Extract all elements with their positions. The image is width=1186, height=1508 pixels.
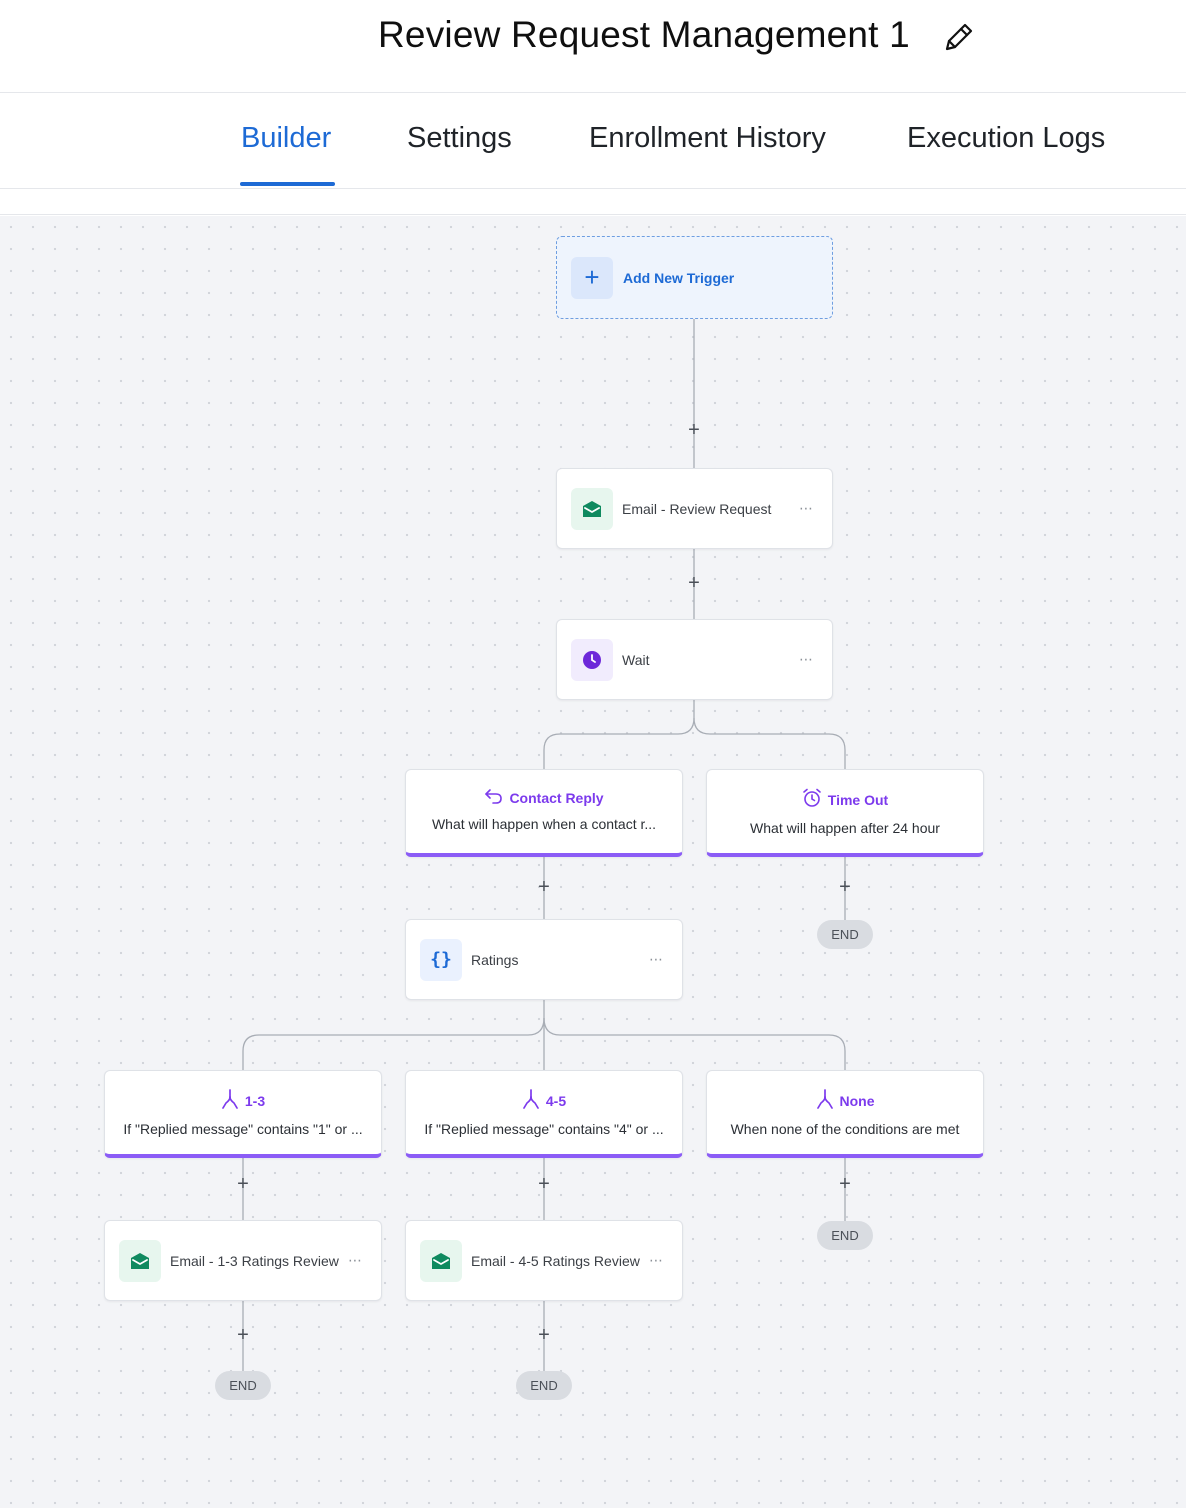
header-bar: Review Request Management 1 xyxy=(0,0,1186,93)
plus-icon: + xyxy=(571,256,613,299)
more-options-button[interactable]: ⋯ xyxy=(348,1252,363,1268)
more-options-button[interactable]: ⋯ xyxy=(799,500,814,516)
branch-description: When none of the conditions are met xyxy=(730,1121,960,1137)
node-email-1-3-ratings-review[interactable]: Email - 1-3 Ratings Review ⋯ xyxy=(104,1220,382,1301)
node-label: Email - Review Request xyxy=(622,500,772,517)
envelope-icon xyxy=(119,1239,161,1282)
page-title: Review Request Management 1 xyxy=(378,14,910,55)
end-node: END xyxy=(817,1221,873,1250)
branch-contact-reply[interactable]: Contact Reply What will happen when a co… xyxy=(405,769,683,857)
tab-bar: Builder Settings Enrollment History Exec… xyxy=(0,94,1186,189)
branch-none[interactable]: None When none of the conditions are met xyxy=(706,1070,984,1158)
node-ratings[interactable]: {} Ratings ⋯ xyxy=(405,919,683,1000)
node-label: Email - 1-3 Ratings Review xyxy=(170,1252,339,1269)
end-node: END xyxy=(817,920,873,949)
branch-title: Time Out xyxy=(827,791,889,808)
node-label: Wait xyxy=(622,651,650,668)
tab-execution-logs[interactable]: Execution Logs xyxy=(907,122,1106,154)
branch-4-5[interactable]: 4-5 If "Replied message" contains "4" or… xyxy=(405,1070,683,1158)
sub-toolbar xyxy=(0,190,1186,215)
add-step-button[interactable]: + xyxy=(538,1324,550,1346)
node-wait[interactable]: Wait ⋯ xyxy=(556,619,833,700)
tab-enrollment-history[interactable]: Enrollment History xyxy=(589,122,826,154)
add-step-button[interactable]: + xyxy=(839,1173,851,1195)
add-step-button[interactable]: + xyxy=(538,876,550,898)
branch-1-3[interactable]: 1-3 If "Replied message" contains "1" or… xyxy=(104,1070,382,1158)
branch-title: Contact Reply xyxy=(509,789,604,806)
active-tab-indicator xyxy=(240,182,335,186)
workflow-canvas[interactable] xyxy=(0,216,1186,1508)
node-email-review-request[interactable]: Email - Review Request ⋯ xyxy=(556,468,833,549)
node-email-4-5-ratings-review[interactable]: Email - 4-5 Ratings Review ⋯ xyxy=(405,1220,683,1301)
pencil-icon[interactable] xyxy=(940,18,978,56)
reply-icon xyxy=(484,788,503,807)
envelope-icon xyxy=(420,1239,462,1282)
tab-builder[interactable]: Builder xyxy=(241,122,332,154)
branch-title: 1-3 xyxy=(244,1092,266,1109)
add-step-button[interactable]: + xyxy=(839,876,851,898)
tab-settings[interactable]: Settings xyxy=(407,122,512,154)
envelope-icon xyxy=(571,487,613,530)
branch-description: What will happen after 24 hour xyxy=(750,820,940,836)
add-step-button[interactable]: + xyxy=(237,1173,249,1195)
alarm-clock-icon xyxy=(802,788,822,811)
code-braces-icon: {} xyxy=(420,938,462,981)
branch-icon xyxy=(221,1089,239,1112)
add-step-button[interactable]: + xyxy=(538,1173,550,1195)
add-new-trigger-button[interactable]: + Add New Trigger xyxy=(556,236,833,319)
node-label: Ratings xyxy=(471,951,519,968)
more-options-button[interactable]: ⋯ xyxy=(799,651,814,667)
branch-description: What will happen when a contact r... xyxy=(431,816,657,832)
branch-icon xyxy=(522,1089,540,1112)
add-step-button[interactable]: + xyxy=(237,1324,249,1346)
more-options-button[interactable]: ⋯ xyxy=(649,1252,664,1268)
branch-description: If "Replied message" contains "1" or ... xyxy=(123,1121,363,1137)
branch-title: 4-5 xyxy=(545,1092,567,1109)
branch-description: If "Replied message" contains "4" or ... xyxy=(424,1121,664,1137)
end-node: END xyxy=(215,1371,271,1400)
branch-time-out[interactable]: Time Out What will happen after 24 hour xyxy=(706,769,984,857)
add-step-button[interactable]: + xyxy=(688,572,700,594)
clock-icon xyxy=(571,638,613,681)
add-new-trigger-label: Add New Trigger xyxy=(623,269,735,286)
node-label: Email - 4-5 Ratings Review xyxy=(471,1252,640,1269)
add-step-button[interactable]: + xyxy=(688,419,700,441)
end-node: END xyxy=(516,1371,572,1400)
more-options-button[interactable]: ⋯ xyxy=(649,951,664,967)
branch-title: None xyxy=(839,1092,875,1109)
branch-icon xyxy=(816,1089,834,1112)
